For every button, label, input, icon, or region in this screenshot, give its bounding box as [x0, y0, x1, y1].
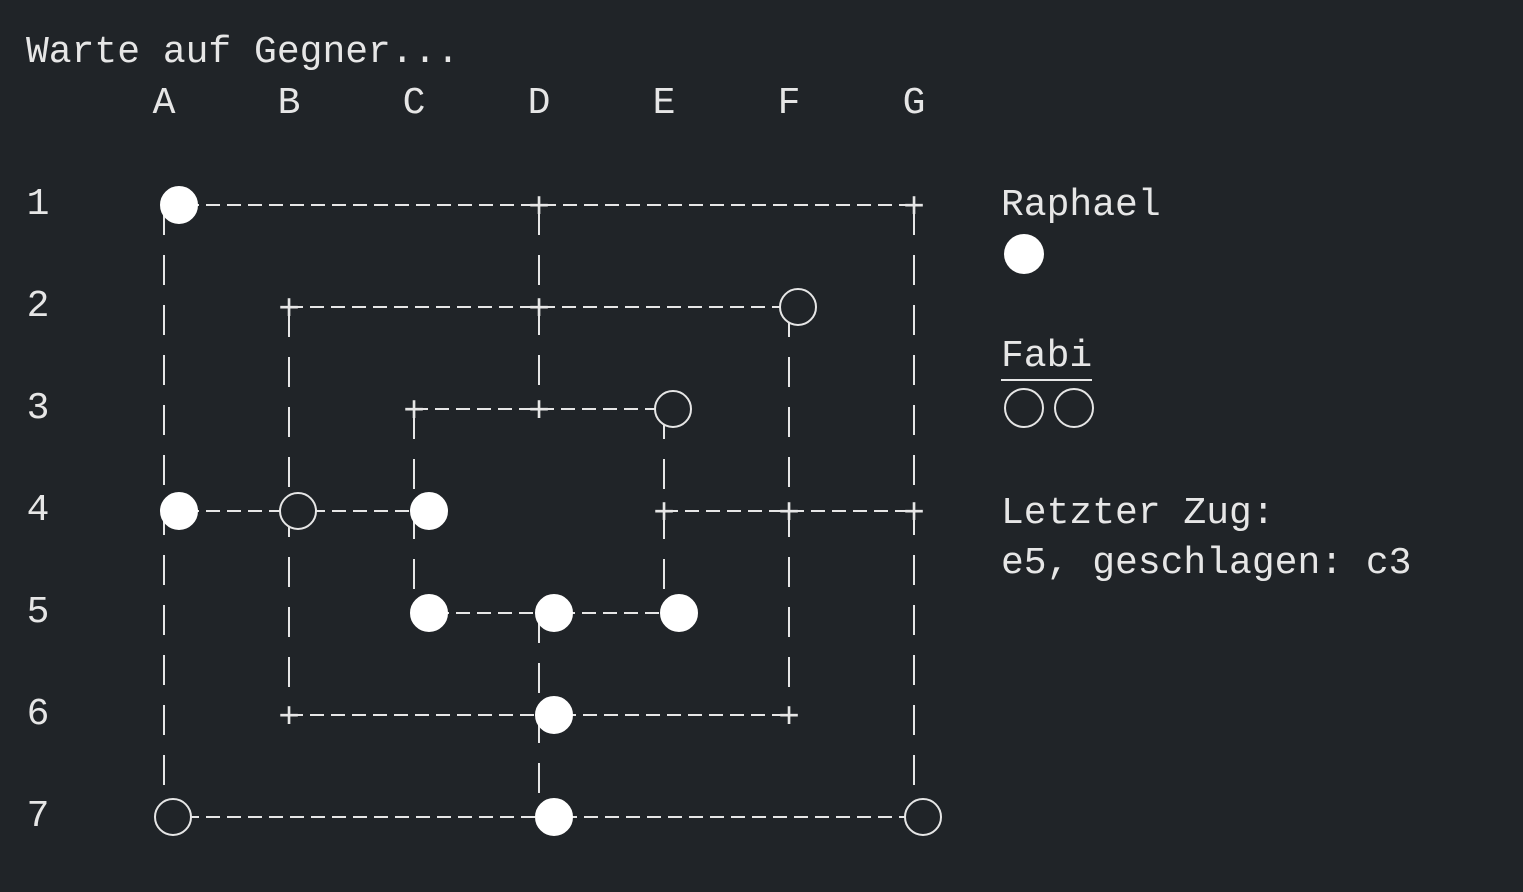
reserve-piece-white [1004, 234, 1044, 274]
board-point-d1[interactable]: + [528, 187, 550, 228]
column-label-f: F [777, 82, 801, 125]
reserve-piece-black [1054, 388, 1094, 428]
row-label-2: 2 [26, 285, 50, 328]
column-label-g: G [902, 82, 926, 125]
piece-white-e5[interactable] [660, 594, 698, 632]
board-point-e4[interactable]: + [653, 493, 675, 534]
column-label-e: E [652, 82, 676, 125]
column-label-d: D [527, 82, 551, 125]
piece-black-b4[interactable] [279, 492, 317, 530]
row-label-5: 5 [26, 591, 50, 634]
piece-white-d5[interactable] [535, 594, 573, 632]
board-point-d2[interactable]: + [528, 289, 550, 330]
column-label-c: C [402, 82, 426, 125]
piece-black-a7[interactable] [154, 798, 192, 836]
player-name-0: Raphael [1001, 184, 1161, 227]
board-point-d3[interactable]: + [528, 391, 550, 432]
piece-white-d6[interactable] [535, 696, 573, 734]
piece-black-e3[interactable] [654, 390, 692, 428]
board-point-c3[interactable]: + [403, 391, 425, 432]
player-reserve-0 [1004, 234, 1044, 276]
piece-black-f2[interactable] [779, 288, 817, 326]
board-point-b6[interactable]: + [278, 697, 300, 738]
last-move-label: Letzter Zug: [1001, 492, 1275, 535]
board-point-g1[interactable]: + [903, 187, 925, 228]
board-point-f4[interactable]: + [778, 493, 800, 534]
board-lines: + + + + + + + + + + + [163, 187, 925, 818]
piece-white-d7[interactable] [535, 798, 573, 836]
row-label-1: 1 [26, 183, 50, 226]
piece-white-a1[interactable] [160, 186, 198, 224]
player-reserve-1 [1004, 388, 1094, 430]
piece-white-c4[interactable] [410, 492, 448, 530]
board-point-g4[interactable]: + [903, 493, 925, 534]
board-point-b2[interactable]: + [278, 289, 300, 330]
player-name-1: Fabi [1001, 335, 1093, 381]
column-label-b: B [277, 82, 301, 125]
row-label-4: 4 [26, 489, 50, 532]
piece-white-a4[interactable] [160, 492, 198, 530]
last-move-text: e5, geschlagen: c3 [1001, 542, 1412, 585]
column-label-a: A [152, 82, 176, 125]
row-label-3: 3 [26, 387, 50, 430]
reserve-piece-black [1004, 388, 1044, 428]
status-text: Warte auf Gegner... [26, 31, 460, 74]
board-point-f6[interactable]: + [778, 697, 800, 738]
piece-white-c5[interactable] [410, 594, 448, 632]
piece-black-g7[interactable] [904, 798, 942, 836]
row-label-7: 7 [26, 795, 50, 838]
row-label-6: 6 [26, 693, 50, 736]
